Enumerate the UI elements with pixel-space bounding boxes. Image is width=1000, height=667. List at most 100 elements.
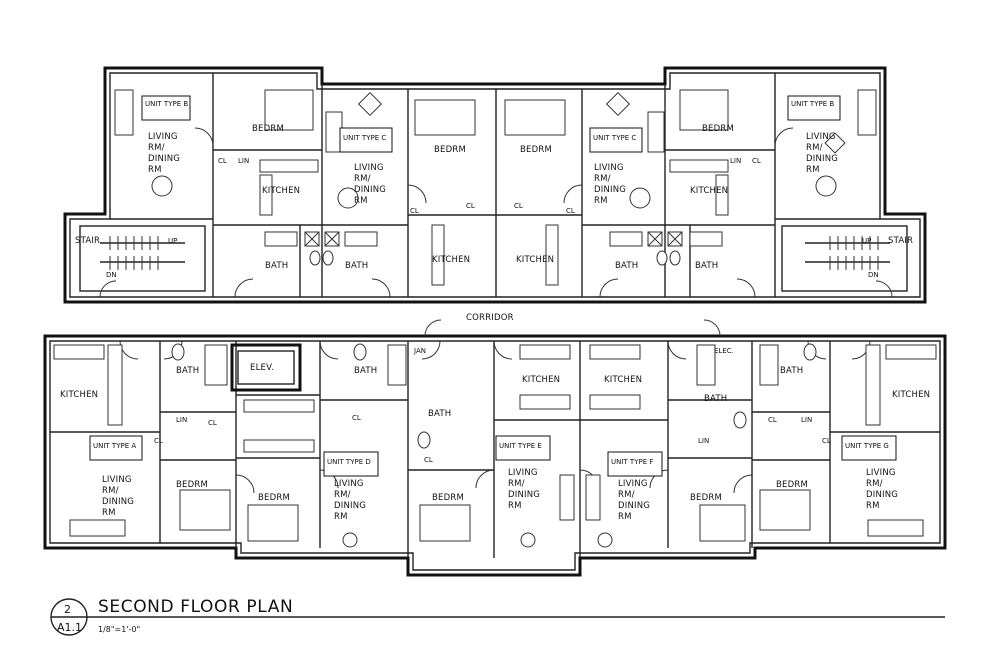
cl-label-a: CL [208, 419, 217, 427]
room-labels: STAIR STAIR UP UP DN DN CORRIDOR BEDRM B… [60, 124, 930, 503]
cl-label-d: CL [352, 414, 361, 422]
living-e-2: RM/ [508, 479, 525, 489]
living-c-right-2: RM/ [594, 174, 611, 184]
cl-label-top-2: CL [410, 207, 419, 215]
elec-label: ELEC. [714, 347, 734, 355]
living-b-left-4: RM [148, 165, 162, 175]
stair-up-right: UP [862, 237, 871, 245]
furniture [69, 89, 924, 548]
living-a-3: DINING [102, 497, 134, 507]
cl-label-g: CL [768, 416, 777, 424]
title-block: 2 A1.1 SECOND FLOOR PLAN 1/8"=1'-0" [50, 597, 945, 636]
cl-label-a2: CL [154, 437, 163, 445]
kitchen-label-g: KITCHEN [892, 390, 930, 400]
living-labels: LIVING RM/ DINING RM LIVING RM/ DINING R… [102, 132, 898, 522]
living-c-right-3: DINING [594, 185, 626, 195]
bath-label-e: BATH [428, 409, 451, 419]
unit-type-b-left: UNIT TYPE B [145, 100, 188, 108]
stair-dn-left: DN [106, 271, 117, 279]
kitchen-counters [53, 159, 937, 453]
bath-label-a: BATH [176, 366, 199, 376]
cl-label-top-4: CL [514, 202, 523, 210]
cl-label-top-1: CL [218, 157, 227, 165]
lin-label-g: LIN [801, 416, 812, 424]
bathroom-fixtures [171, 231, 817, 449]
bath-label-top-2: BATH [345, 261, 368, 271]
kitchen-label-f: KITCHEN [604, 375, 642, 385]
living-d-2: RM/ [334, 490, 351, 500]
bath-label-top-4: BATH [695, 261, 718, 271]
bedrm-label-c-right: BEDRM [520, 145, 552, 155]
living-g-4: RM [866, 501, 880, 511]
lin-label-top-1: LIN [238, 157, 249, 165]
drawing-bubble-number: 2 [64, 603, 71, 616]
stair-treads-right [805, 236, 890, 270]
living-d-4: RM [334, 512, 348, 522]
living-a-2: RM/ [102, 486, 119, 496]
living-f-2: RM/ [618, 490, 635, 500]
drawing-title: SECOND FLOOR PLAN [98, 597, 293, 617]
living-a-1: LIVING [102, 475, 132, 485]
stair-up-left: UP [168, 237, 177, 245]
stair-label-right: STAIR [888, 236, 913, 246]
drawing-bubble-sheet: A1.1 [57, 621, 82, 634]
living-c-left-4: RM [354, 196, 368, 206]
unit-type-e: UNIT TYPE E [499, 442, 542, 450]
lin-label-a: LIN [176, 416, 187, 424]
lin-label-top-2: LIN [730, 157, 741, 165]
kitchen-label-a: KITCHEN [60, 390, 98, 400]
living-f-3: DINING [618, 501, 650, 511]
bedrm-label-b-right: BEDRM [702, 124, 734, 134]
living-a-4: RM [102, 508, 116, 518]
bedrm-label-c-left: BEDRM [434, 145, 466, 155]
bedrm-label-d: BEDRM [258, 493, 290, 503]
bedrm-label-e: BEDRM [432, 493, 464, 503]
living-b-left-1: LIVING [148, 132, 178, 142]
bath-label-d: BATH [354, 366, 377, 376]
living-b-right-2: RM/ [806, 143, 823, 153]
living-b-right-3: DINING [806, 154, 838, 164]
bedrm-label-a: BEDRM [176, 480, 208, 490]
stair-dn-right: DN [868, 271, 879, 279]
cl-label-e: CL [424, 456, 433, 464]
living-b-right-1: LIVING [806, 132, 836, 142]
kitchen-label-top-2: KITCHEN [432, 255, 470, 265]
living-f-1: LIVING [618, 479, 648, 489]
living-b-left-2: RM/ [148, 143, 165, 153]
living-f-4: RM [618, 512, 632, 522]
cl-label-top-3: CL [466, 202, 475, 210]
bath-label-f: BATH [704, 394, 727, 404]
bath-label-top-3: BATH [615, 261, 638, 271]
living-b-left-3: DINING [148, 154, 180, 164]
living-e-3: DINING [508, 490, 540, 500]
kitchen-label-top-1: KITCHEN [262, 186, 300, 196]
unit-type-a: UNIT TYPE A [93, 442, 136, 450]
elev-label: ELEV. [250, 363, 274, 373]
living-b-right-4: RM [806, 165, 820, 175]
unit-type-c-left: UNIT TYPE C [343, 134, 386, 142]
unit-type-d: UNIT TYPE D [327, 458, 371, 466]
unit-type-c-right: UNIT TYPE C [593, 134, 636, 142]
unit-type-g: UNIT TYPE G [845, 442, 889, 450]
living-e-4: RM [508, 501, 522, 511]
living-c-left-2: RM/ [354, 174, 371, 184]
cl-label-top-5: CL [566, 207, 575, 215]
drawing-scale: 1/8"=1'-0" [98, 625, 140, 634]
living-c-right-1: LIVING [594, 163, 624, 173]
unit-type-b-right: UNIT TYPE B [791, 100, 834, 108]
living-g-2: RM/ [866, 479, 883, 489]
jan-label: JAN [413, 347, 426, 355]
kitchen-label-top-3: KITCHEN [516, 255, 554, 265]
living-d-3: DINING [334, 501, 366, 511]
kitchen-label-e: KITCHEN [522, 375, 560, 385]
living-d-1: LIVING [334, 479, 364, 489]
living-c-left-1: LIVING [354, 163, 384, 173]
unit-type-f: UNIT TYPE F [611, 458, 653, 466]
unit-type-tags: UNIT TYPE B UNIT TYPE C UNIT TYPE C UNIT… [89, 95, 897, 477]
stair-label-left: STAIR [75, 236, 100, 246]
lin-label-f: LIN [698, 437, 709, 445]
bottom-partitions [50, 341, 940, 558]
bedrm-label-b-left: BEDRM [252, 124, 284, 134]
living-g-3: DINING [866, 490, 898, 500]
